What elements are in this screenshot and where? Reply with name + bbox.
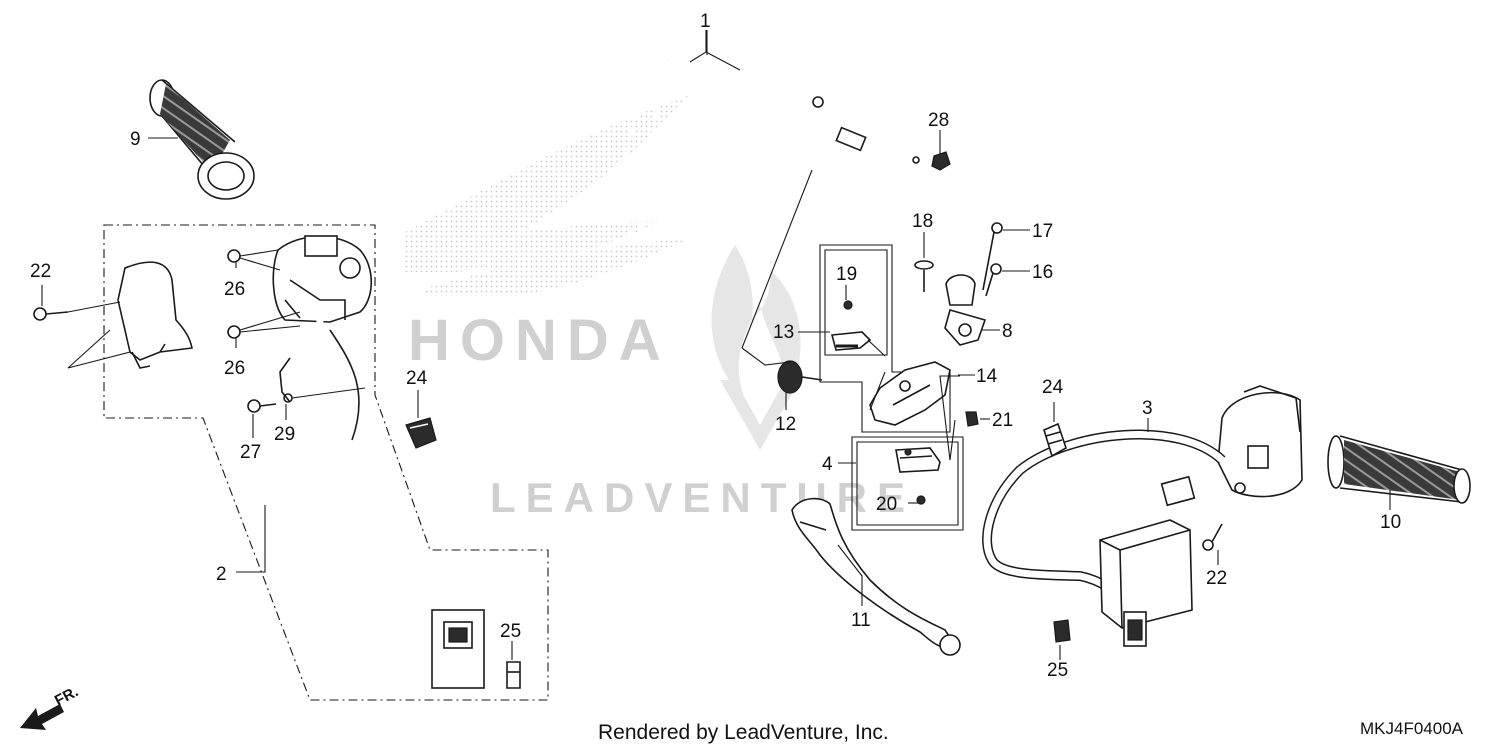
harness-leader: [236, 505, 266, 573]
right-switch-harness-part[interactable]: [982, 429, 1226, 609]
callout-leaders: [41, 30, 1391, 660]
cable-nut-part[interactable]: [931, 151, 951, 171]
switch-screw-upper-part[interactable]: [227, 249, 281, 271]
callout-9: 9: [130, 129, 141, 150]
adjuster-leader: [741, 169, 813, 366]
clutch-cable-part[interactable]: [622, 58, 920, 238]
callout-3: 3: [1142, 398, 1153, 419]
callout-29: 29: [274, 424, 295, 445]
switch-group-boundary: [851, 436, 964, 531]
callout-22-right: 22: [1206, 568, 1227, 589]
callout-21: 21: [992, 410, 1013, 431]
footer-credit: Rendered by LeadVenture, Inc.: [598, 721, 889, 744]
front-label: FR.: [52, 683, 81, 709]
holder-leader: [869, 371, 960, 461]
clutch-switch-part[interactable]: [895, 447, 941, 473]
callout-18: 18: [912, 211, 933, 232]
left-cover-leaders: [67, 301, 131, 369]
right-grip-part[interactable]: [1327, 435, 1471, 504]
holder-bolt-long-part[interactable]: [982, 222, 1003, 291]
callout-16: 16: [1032, 262, 1053, 283]
wire-clamp-part[interactable]: [279, 357, 366, 403]
left-switch-harness-part[interactable]: [315, 319, 465, 644]
callout-11: 11: [851, 610, 871, 631]
holder-nut-part[interactable]: [965, 411, 979, 427]
callout-12: 12: [775, 414, 796, 435]
drawing-code: MKJ4F0400A: [1360, 719, 1464, 738]
clutch-lever-part[interactable]: [791, 497, 961, 656]
right-harness-connector-part[interactable]: [1099, 519, 1193, 647]
callout-24-right: 24: [1042, 377, 1064, 398]
callout-25-left: 25: [500, 621, 521, 642]
left-grommet-part[interactable]: [405, 417, 437, 449]
callout-1: 1: [700, 11, 711, 32]
cable-leader: [689, 30, 741, 71]
callout-27: 27: [240, 442, 261, 463]
clutch-lever-holder-part[interactable]: [869, 361, 951, 426]
callout-14: 14: [976, 366, 998, 387]
left-harness-connector-part[interactable]: [431, 609, 485, 689]
callout-26-top: 26: [224, 279, 245, 300]
callout-22-left: 22: [30, 261, 51, 282]
callout-2: 2: [216, 564, 227, 585]
callout-20: 20: [876, 494, 897, 515]
lever-holder-clamp-part[interactable]: [944, 274, 987, 346]
callout-26-bottom: 26: [224, 358, 245, 379]
switch-screw-lower-part[interactable]: [227, 311, 301, 339]
holder-screw-part[interactable]: [914, 260, 934, 292]
leadventure-flame-watermark: [711, 245, 801, 450]
left-switch-cover-part[interactable]: [117, 261, 193, 369]
callout-10: 10: [1380, 512, 1401, 533]
pivot-inner-boundary: [824, 249, 888, 356]
callout-17: 17: [1032, 221, 1053, 242]
honda-wing-watermark: HONDA: [405, 95, 690, 373]
callout-numbers: 1 2 3 4 8 9 10 11 12 13 14 16 17 18 19 2…: [30, 11, 1401, 681]
holder-bolt-short-part[interactable]: [985, 263, 1002, 297]
left-grip-part[interactable]: [149, 79, 255, 200]
switch-screw-part[interactable]: [916, 495, 926, 505]
leadventure-watermark-text: LEADVENTURE: [490, 474, 915, 521]
clamp-screw-part[interactable]: [247, 399, 277, 413]
callout-8: 8: [1002, 321, 1013, 342]
front-direction-marker: FR.: [20, 683, 81, 730]
right-harness-clip-part[interactable]: [1053, 619, 1071, 643]
left-switch-group-boundary: [103, 224, 549, 701]
left-handlebar-switch-part[interactable]: [272, 235, 372, 323]
right-handlebar-switch-part[interactable]: [1217, 385, 1303, 498]
honda-watermark-text: HONDA: [408, 308, 671, 373]
switch-inner-boundary: [856, 441, 959, 526]
callout-25-right: 25: [1047, 660, 1068, 681]
right-grommet-part[interactable]: [1043, 422, 1067, 458]
callout-24-left: 24: [406, 368, 428, 389]
clutch-adjuster-bolt-part[interactable]: [777, 360, 823, 394]
left-harness-clip-part[interactable]: [506, 661, 521, 689]
left-cover-screw-part[interactable]: [33, 307, 69, 321]
callout-4: 4: [822, 454, 833, 475]
right-harness-plug-part[interactable]: [1160, 475, 1196, 507]
callout-19: 19: [836, 264, 857, 285]
pivot-plate-part[interactable]: [830, 331, 886, 357]
callout-28: 28: [928, 110, 949, 131]
pivot-group-boundary: [819, 244, 951, 433]
pivot-screw-part[interactable]: [843, 300, 853, 310]
callout-13: 13: [773, 322, 794, 343]
front-arrow-icon: [20, 704, 64, 730]
right-switch-screw-part[interactable]: [1202, 523, 1223, 551]
